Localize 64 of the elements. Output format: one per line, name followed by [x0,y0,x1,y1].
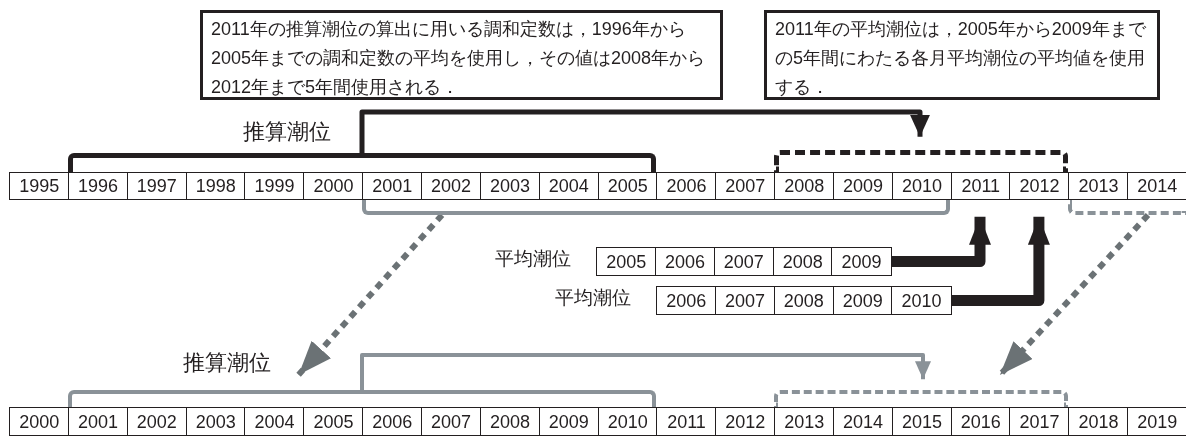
year-cell: 2010 [891,286,952,315]
year-cell: 2008 [772,247,833,276]
year-cell: 2011 [950,172,1011,200]
year-cell: 2006 [654,247,716,276]
year-cell: 2005 [597,172,658,200]
year-cell: 2001 [362,172,423,200]
year-cell: 2006 [656,286,717,315]
bracket [1068,200,1186,215]
year-cell: 2004 [244,407,305,436]
year-cell: 1996 [67,172,129,200]
year-cell: 2012 [1009,172,1070,200]
arrow [360,353,931,390]
year-cell: 2018 [1068,407,1129,436]
year-cell: 2008 [774,172,835,200]
year-cell: 1999 [244,172,305,200]
year-cell: 2007 [714,286,776,315]
bracket [362,200,950,215]
arrow [359,109,930,153]
note-box: 2011年の平均潮位は，2005年から2009年までの5年間にわたる各月平均潮位の平均値を使用する． [764,10,1160,100]
year-cell: 1998 [185,172,246,200]
year-cell: 2016 [950,407,1011,436]
year-cell: 2005 [596,247,657,276]
year-cell: 2003 [479,172,541,200]
year-cell: 2001 [67,407,129,436]
year-cell: 2003 [185,407,246,436]
year-cell: 2002 [126,407,188,436]
year-cell: 2019 [1127,407,1186,436]
note-box: 2011年の推算潮位の算出に用いる調和定数は，1996年から2005年までの調和定数の平均を使用し，その値は2008年から2012年まで5年間使用される． [200,10,723,100]
year-cell: 2002 [420,172,482,200]
year-cell: 2000 [9,407,70,436]
year-cell: 2007 [713,247,775,276]
arrow [997,212,1151,378]
year-cell: 1997 [126,172,188,200]
year-cell: 2005 [303,407,364,436]
year-cell: 2013 [774,407,835,436]
year-cell: 1995 [9,172,70,200]
year-cell: 2009 [832,172,894,200]
period-label: 平均潮位 [555,288,631,307]
year-cell: 2009 [831,247,892,276]
arrow [890,216,991,267]
year-cell: 2000 [303,172,364,200]
year-cell: 2010 [597,407,658,436]
year-cell: 2006 [362,407,423,436]
year-cell: 2009 [538,407,599,436]
year-cell: 2007 [420,407,482,436]
year-cell: 2006 [656,172,717,200]
year-cell: 2014 [1127,172,1186,200]
period-label: 平均潮位 [495,249,571,268]
year-cell: 2014 [832,407,894,436]
arrow [296,213,445,377]
year-cell: 2004 [538,172,599,200]
year-cell: 2009 [832,286,893,315]
year-cell: 2011 [656,407,717,436]
year-cell: 2008 [479,407,541,436]
period-label: 推算潮位 [183,352,271,374]
year-cell: 2017 [1009,407,1070,436]
period-label: 推算潮位 [243,121,331,143]
year-cell: 2015 [891,407,953,436]
year-cell: 2012 [715,407,776,436]
year-cell: 2007 [715,172,776,200]
arrow [950,216,1050,306]
year-cell: 2010 [891,172,953,200]
year-cell: 2013 [1068,172,1129,200]
year-cell: 2008 [773,286,835,315]
